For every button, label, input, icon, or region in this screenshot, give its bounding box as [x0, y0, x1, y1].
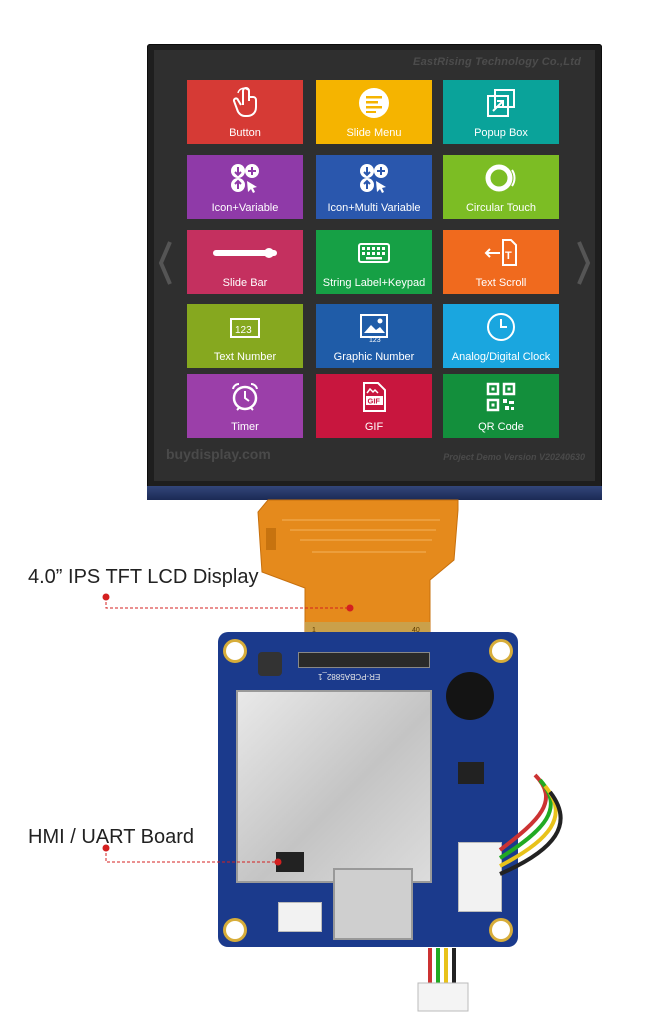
clock-icon — [443, 311, 559, 343]
svg-text:GIF: GIF — [368, 397, 381, 406]
demo-tile-analog-digital-clock[interactable]: Analog/Digital Clock — [443, 304, 559, 368]
tile-label: Timer — [231, 421, 259, 433]
regulator-chip — [458, 762, 484, 784]
tile-label: String Label+Keypad — [322, 277, 426, 289]
demo-tile-text-scroll[interactable]: T Text Scroll — [443, 230, 559, 294]
tile-label: Icon+Multi Variable — [327, 202, 421, 214]
hmi-uart-board: ER-PCBA5882_1 — [218, 632, 518, 947]
demo-tile-circular-touch[interactable]: Circular Touch — [443, 155, 559, 219]
demo-tile-popup-box[interactable]: Popup Box — [443, 80, 559, 144]
demo-tile-icon-multi-variable[interactable]: Icon+Multi Variable — [316, 155, 432, 219]
svg-text:123: 123 — [235, 325, 252, 336]
fpc-pin-first-label: 1 — [312, 627, 316, 634]
board-model-text: ER-PCBA5882_1 — [318, 672, 381, 681]
power-connector — [278, 902, 322, 932]
ic-chip — [276, 852, 304, 872]
tile-label: Popup Box — [474, 127, 528, 139]
popup-box-icon — [443, 87, 559, 119]
fpc-connector — [298, 652, 430, 668]
text-number-icon: 123 — [187, 311, 303, 343]
tile-label: Analog/Digital Clock — [451, 351, 551, 363]
inductor — [258, 652, 282, 676]
demo-tile-slide-bar[interactable]: Slide Bar — [187, 230, 303, 294]
demo-tile-qr-code[interactable]: QR Code — [443, 374, 559, 438]
uart-connector — [458, 842, 502, 912]
demo-tile-icon-variable[interactable]: Icon+Variable — [187, 155, 303, 219]
mounting-hole — [226, 642, 244, 660]
board-callout-label: HMI / UART Board — [28, 826, 194, 848]
gif-file-icon: GIF — [316, 381, 432, 413]
brand-top-text: EastRising Technology Co.,Ltd — [413, 56, 581, 68]
icon-multi-variable-icon — [316, 162, 432, 194]
demo-tile-button[interactable]: Button — [187, 80, 303, 144]
slide-menu-icon — [316, 87, 432, 119]
buzzer — [446, 672, 494, 720]
mounting-hole — [226, 921, 244, 939]
brand-bottom-text: buydisplay.com — [166, 446, 271, 462]
tile-label: Graphic Number — [333, 351, 415, 363]
slide-bar-icon — [187, 237, 303, 269]
chevron-left-icon[interactable] — [158, 240, 172, 286]
version-text: Project Demo Version V20240630 — [443, 452, 585, 462]
tile-label: QR Code — [478, 421, 524, 433]
tile-label: Slide Menu — [346, 127, 402, 139]
tile-label: Icon+Variable — [211, 202, 279, 214]
demo-tile-slide-menu[interactable]: Slide Menu — [316, 80, 432, 144]
tile-label: Circular Touch — [465, 202, 537, 214]
pointer-hand-icon — [187, 87, 303, 119]
sd-card-slot[interactable] — [333, 868, 413, 940]
tile-label: Slide Bar — [222, 277, 268, 289]
lcd-bezel-edge — [147, 486, 602, 500]
alarm-clock-icon — [187, 381, 303, 413]
fpc-pin-last-label: 40 — [412, 627, 420, 634]
demo-tile-timer[interactable]: Timer — [187, 374, 303, 438]
demo-tile-string-label-keypad[interactable]: String Label+Keypad — [316, 230, 432, 294]
keyboard-icon — [316, 237, 432, 269]
mounting-hole — [492, 921, 510, 939]
icon-variable-icon — [187, 162, 303, 194]
tile-label: Text Scroll — [475, 277, 527, 289]
tile-label: GIF — [364, 421, 384, 433]
svg-text:T: T — [505, 250, 512, 262]
text-scroll-icon: T — [443, 237, 559, 269]
qr-code-icon — [443, 381, 559, 413]
tile-label: Text Number — [213, 351, 277, 363]
svg-text:123: 123 — [369, 337, 381, 344]
display-callout-label: 4.0” IPS TFT LCD Display — [28, 566, 259, 588]
mcu-shield-can — [236, 690, 432, 883]
chevron-right-icon[interactable] — [577, 240, 591, 286]
circular-touch-icon — [443, 162, 559, 194]
mounting-hole — [492, 642, 510, 660]
fpc-flex-cable: 1 40 — [257, 499, 459, 637]
demo-tile-gif[interactable]: GIF GIF — [316, 374, 432, 438]
tile-label: Button — [229, 127, 261, 139]
graphic-number-icon: 123 — [316, 311, 432, 344]
